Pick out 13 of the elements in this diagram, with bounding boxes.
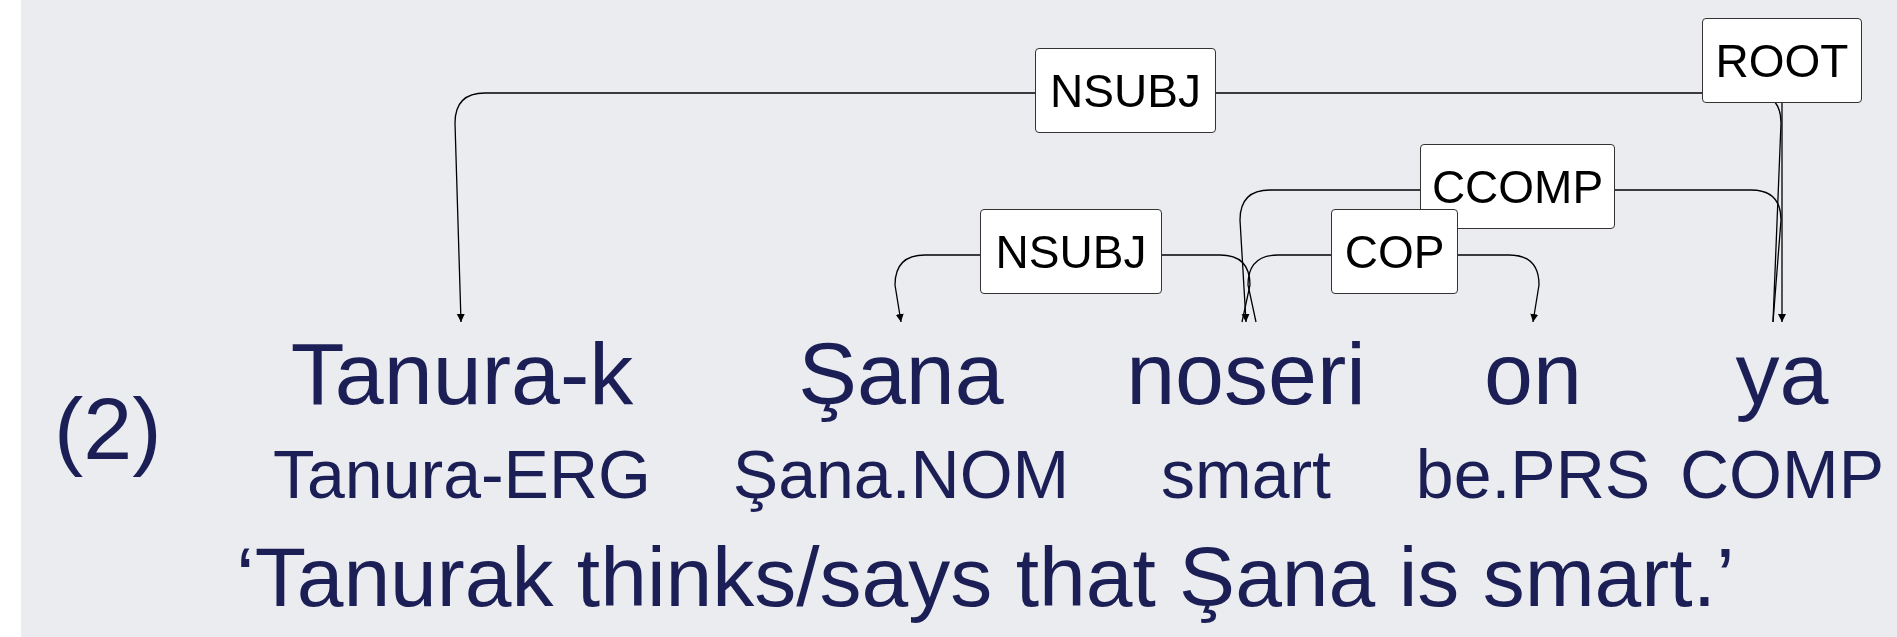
edge-label: NSUBJ — [980, 209, 1162, 294]
gloss-text: COMP — [1680, 440, 1884, 508]
word: noseri — [1126, 330, 1366, 418]
edge-label: COP — [1331, 209, 1458, 294]
gloss-text: Tanura-ERG — [273, 440, 651, 508]
gloss-text: smart — [1161, 440, 1331, 508]
word: Tanura-k — [290, 330, 634, 418]
edge-label: ROOT — [1702, 18, 1862, 103]
edge-label: NSUBJ — [1035, 48, 1216, 133]
gloss-text: be.PRS — [1415, 440, 1651, 508]
dependency-arrow — [1778, 102, 1786, 323]
word: on — [1484, 330, 1582, 418]
edge-label: CCOMP — [1420, 144, 1615, 229]
